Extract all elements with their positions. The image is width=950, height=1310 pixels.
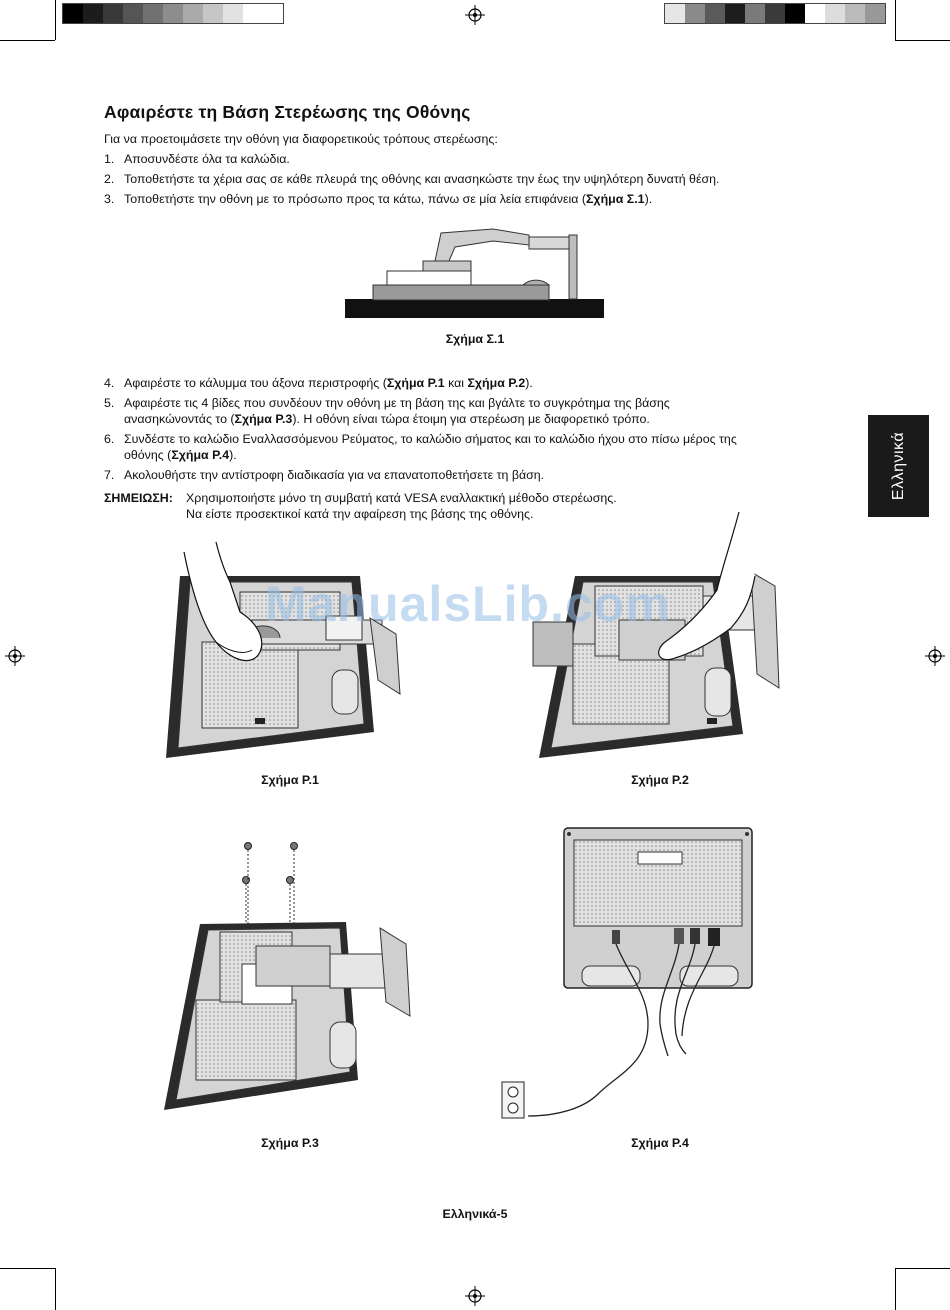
page-title: Αφαιρέστε τη Βάση Στερέωσης της Οθόνης xyxy=(104,102,471,122)
figure-p3-caption: Σχήμα P.3 xyxy=(261,1136,319,1150)
figure-p1-illustration xyxy=(166,541,401,758)
figure-ref: Σχήμα P.1 xyxy=(386,376,445,390)
color-bar-right xyxy=(664,3,886,24)
crop-mark xyxy=(0,1268,55,1269)
registration-target-icon xyxy=(465,5,485,25)
crop-mark xyxy=(55,1268,56,1310)
step-5: 5. Αφαιρέστε τις 4 βίδες που συνδέουν τη… xyxy=(104,396,670,426)
step-7: 7.Ακολουθήστε την αντίστροφη διαδικασία … xyxy=(104,468,545,482)
page-footer: Ελληνικά-5 xyxy=(442,1207,508,1221)
side-tab-label: Ελληνικά xyxy=(889,431,907,501)
step-6: 6. Συνδέστε το καλώδιο Εναλλασσόμενου Ρε… xyxy=(104,432,737,462)
figure-ref: Σχήμα Σ.1 xyxy=(586,192,645,206)
figure-p3-illustration xyxy=(164,842,411,1110)
crop-mark xyxy=(895,0,896,40)
registration-target-icon xyxy=(465,1286,485,1306)
step-3: 3. Τοποθετήστε την οθόνη με το πρόσωπο π… xyxy=(104,192,653,206)
figure-ref: Σχήμα P.4 xyxy=(171,448,230,462)
step-2: 2.Τοποθετήστε τα χέρια σας σε κάθε πλευρ… xyxy=(104,172,720,186)
crop-mark xyxy=(895,1268,950,1269)
figure-p1-caption: Σχήμα P.1 xyxy=(261,773,319,787)
figure-p4-illustration xyxy=(501,827,753,1119)
crop-mark xyxy=(895,40,950,41)
note-line-2: Να είστε προσεκτικοί κατά την αφαίρεση τ… xyxy=(186,507,534,521)
screw-icon xyxy=(242,842,298,884)
color-bar-left xyxy=(62,3,284,24)
crop-mark xyxy=(895,1268,896,1310)
language-side-tab: Ελληνικά xyxy=(868,415,929,517)
figure-ref: Σχήμα P.3 xyxy=(234,412,293,426)
figure-p4-caption: Σχήμα P.4 xyxy=(631,1136,689,1150)
note-line-1: Χρησιμοποιήστε μόνο τη συμβατή κατά VESA… xyxy=(186,491,617,505)
watermark: ManualsLib.com xyxy=(265,576,671,632)
figure-ref: Σχήμα P.2 xyxy=(467,376,526,390)
registration-target-icon xyxy=(5,646,25,666)
registration-target-icon xyxy=(925,646,945,666)
crop-mark xyxy=(55,0,56,40)
crop-mark xyxy=(0,40,55,41)
figure-p2-caption: Σχήμα P.2 xyxy=(631,773,689,787)
step-4: 4. Αφαιρέστε το κάλυμμα του άξονα περιστ… xyxy=(104,376,533,390)
step-1: 1.Αποσυνδέστε όλα τα καλώδια. xyxy=(104,152,290,166)
figure-p2-illustration xyxy=(532,511,780,758)
note-label: ΣΗΜΕΙΩΣΗ: xyxy=(104,491,173,505)
figure-s1-illustration xyxy=(345,228,604,318)
intro-text: Για να προετοιμάσετε την οθόνη για διαφο… xyxy=(104,132,498,146)
figure-s1-caption: Σχήμα Σ.1 xyxy=(445,332,505,346)
